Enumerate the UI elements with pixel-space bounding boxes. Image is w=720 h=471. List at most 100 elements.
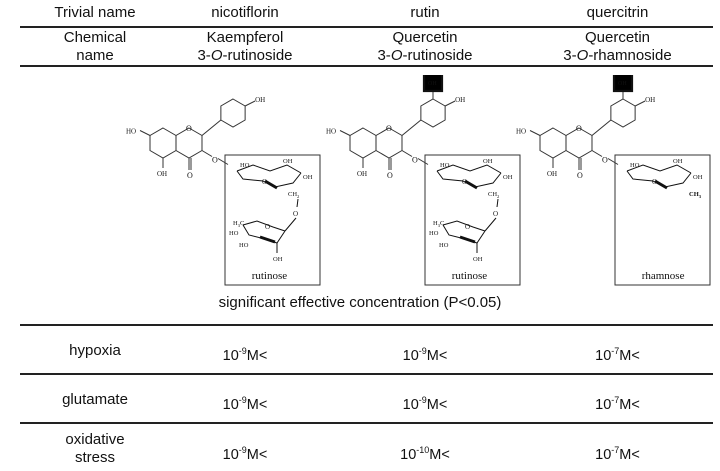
chair2-bold-edge [459,235,476,244]
unit: M< [426,348,448,364]
sugar-box [424,154,521,286]
ring-b [610,98,636,128]
sugar-box [224,154,321,286]
sugar-ring [626,164,692,190]
label-oh: OH [455,96,465,104]
label-ho: HO [229,230,239,237]
exponent: -9 [238,445,247,455]
chemical-name-line1: Kaempferol [206,29,284,46]
ring-b [220,98,246,128]
label-oh: OH [255,96,265,104]
label-ho: HO [439,242,449,249]
chair2-bottom [242,224,286,244]
value-cell: 10-9M< [330,342,520,365]
label-oh: OH [157,170,167,178]
label-oh: OH [645,96,655,104]
exponent: -9 [418,346,427,356]
base: 10 [222,348,239,364]
chair-bold-edge [464,179,478,190]
unit: M< [619,348,640,364]
exponent: -9 [238,346,247,356]
sugar-ring [236,164,302,253]
bond [217,158,229,165]
exponent: -10 [416,445,430,455]
chair2-bold-edge [259,235,276,244]
header-chemical-name-label: Chemical name [20,29,170,65]
label-3-oh: OH [428,81,437,87]
label-ring-o: O [462,178,467,186]
exponent: -7 [611,346,620,356]
label-oh: OH [483,158,493,165]
chemical-name-line1: Quercetin [584,29,651,46]
bond [591,119,612,136]
highlight-3-oh-box [422,75,444,93]
chair-top [236,164,302,174]
chemical-name-line2: 3-O-rhamnoside [520,47,715,65]
value-cell: 10-7M< [520,391,715,414]
ring-a [349,127,377,159]
label-oh: OH [503,174,513,181]
bond [296,198,299,208]
chemical-name-line2: 3-O-rutinoside [330,47,520,65]
value-cell: 10-9M< [330,391,520,414]
value-cell: 10-9M< [150,342,340,365]
aglycone-quercetin [529,91,646,170]
label-carbonyl-o: O [187,171,193,180]
italic-o: O [210,47,223,64]
label-carbonyl-o: O [577,171,583,180]
chair2-top [242,220,286,232]
label-oh: OH [473,256,483,263]
label-o: O [493,210,498,218]
bond [417,158,429,165]
trivial-name-quercitrin: quercitrin [586,4,649,21]
bond [139,130,151,136]
label-h3c: H3C [433,220,444,228]
row-condition-oxidative-stress: oxidative stress [20,431,170,467]
ring-b [420,98,446,128]
label-ho: HO [429,230,439,237]
prefix: 3- [563,47,577,64]
label-ho: HO [516,128,526,136]
label-o: O [293,210,298,218]
table-rule-row [20,373,713,375]
label-ho: HO [630,162,640,169]
label-line2: name [76,47,114,64]
unit: M< [246,397,268,413]
label-ring-o: O [386,124,392,133]
header-trivial-name-label: Trivial name [54,4,136,21]
chair2-top [442,220,486,232]
table-rule-row [20,422,713,424]
unit: M< [619,397,640,413]
italic-o: O [576,47,589,64]
exponent: -7 [611,395,620,405]
sugar-ring [436,164,502,253]
prefix: 3- [377,47,391,64]
base: 10 [400,447,417,463]
chemical-name-nicotiflorin: Kaempferol 3-O-rutinoside [150,29,340,65]
bond [244,100,256,107]
base: 10 [222,397,239,413]
unit: M< [619,447,640,463]
label-glycosidic-o: O [602,156,608,165]
italic-o: O [390,47,403,64]
base: 10 [595,348,612,364]
suffix: -rhamnoside [588,47,672,64]
label-ch2: CH2 [488,191,500,199]
exponent: -7 [611,445,620,455]
sugar-name-label: rutinose [452,270,488,282]
bond [401,150,413,157]
label-ho: HO [240,162,250,169]
chemical-name-line2: 3-O-rutinoside [150,47,340,65]
label-ch3: CH3 [689,191,702,199]
label-3-oh: OH [618,81,627,87]
label-ring-o: O [652,178,657,186]
sugar-name-label: rutinose [252,270,288,282]
label-oh: OH [303,174,313,181]
bond [339,130,351,136]
label-glycosidic-o: O [212,156,218,165]
label-carbonyl-o: O [387,171,393,180]
base: 10 [402,397,419,413]
aglycone-kaempferol [139,98,256,170]
bond [444,100,456,107]
